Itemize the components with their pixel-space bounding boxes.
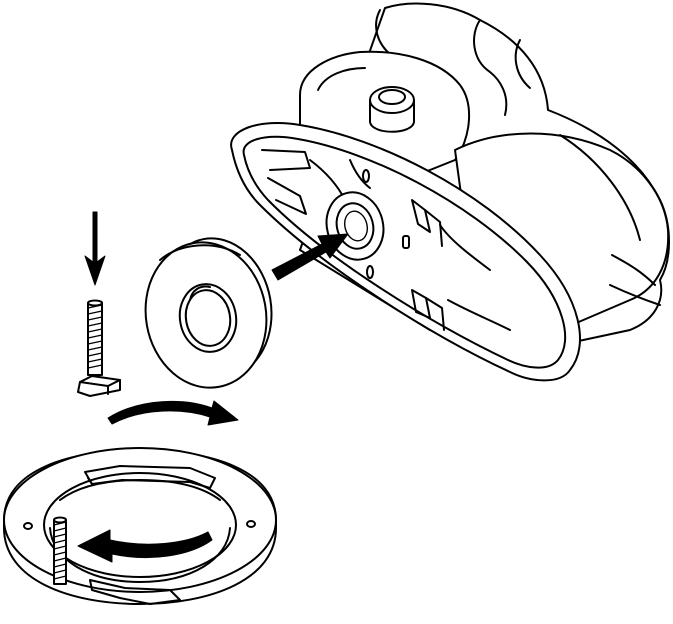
wax-ring-arrow (271, 233, 349, 281)
bolt-to-flange-arrow (107, 400, 239, 426)
toilet-flange (3, 447, 277, 605)
rotate-arrow (77, 529, 213, 563)
insert-arrow (84, 211, 106, 286)
toilet-base (230, 2, 670, 382)
wax-ring (144, 237, 273, 389)
closet-bolt (77, 299, 121, 397)
